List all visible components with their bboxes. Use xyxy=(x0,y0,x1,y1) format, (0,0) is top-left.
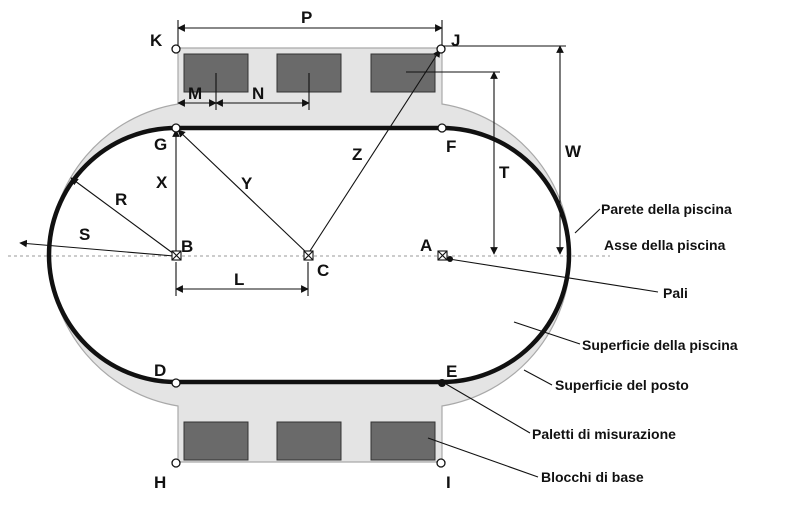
dim-label-w: W xyxy=(565,142,582,161)
dim-label-s: S xyxy=(79,225,90,244)
label-pool-wall: Parete della piscina xyxy=(601,201,732,217)
point-label-j: J xyxy=(451,31,460,50)
point-label-h: H xyxy=(154,473,166,492)
point-label-b: B xyxy=(181,237,193,256)
label-pool-axis: Asse della piscina xyxy=(604,237,726,253)
dim-label-m: M xyxy=(188,84,202,103)
label-pool-surface: Superficie della piscina xyxy=(582,337,738,353)
measuring-peg-e xyxy=(438,379,446,387)
callout-leaders xyxy=(427,208,659,478)
marker-j xyxy=(436,44,446,54)
dimension-labels: P M N W T X Y Z R S L xyxy=(79,8,582,289)
base-block-bottom-1 xyxy=(183,421,249,461)
point-labels: K J G F B C A D E H I xyxy=(150,31,460,492)
dim-label-r: R xyxy=(115,190,127,209)
point-label-k: K xyxy=(150,31,163,50)
dim-label-p: P xyxy=(301,8,312,27)
point-label-i: I xyxy=(446,473,451,492)
point-label-d: D xyxy=(154,361,166,380)
base-block-bottom-2 xyxy=(276,421,342,461)
post-c xyxy=(303,250,314,261)
label-posts: Pali xyxy=(663,285,688,301)
marker-h xyxy=(171,458,181,468)
callout-labels: Parete della piscina Asse della piscina … xyxy=(532,201,738,485)
point-label-c: C xyxy=(317,261,329,280)
dim-label-z: Z xyxy=(352,145,362,164)
label-site-surface: Superficie del posto xyxy=(555,377,689,393)
point-label-g: G xyxy=(154,135,167,154)
dim-label-l: L xyxy=(234,270,244,289)
post-boxes xyxy=(171,250,448,261)
label-base-blocks: Blocchi di base xyxy=(541,469,644,485)
base-block-bottom-3 xyxy=(370,421,436,461)
base-block-top-3 xyxy=(370,53,436,93)
point-label-a: A xyxy=(420,236,432,255)
post-b xyxy=(171,250,182,261)
dim-label-t: T xyxy=(499,163,510,182)
dim-label-y: Y xyxy=(241,174,253,193)
corner-markers xyxy=(171,44,447,468)
marker-d xyxy=(171,378,181,388)
marker-k xyxy=(171,44,181,54)
point-label-f: F xyxy=(446,137,456,156)
marker-i xyxy=(436,458,446,468)
post-a-dot xyxy=(447,256,453,262)
marker-f xyxy=(437,123,447,133)
label-measuring-pegs: Paletti di misurazione xyxy=(532,426,676,442)
post-a xyxy=(437,250,448,261)
point-label-e: E xyxy=(446,362,457,381)
dimension-lines xyxy=(19,20,566,296)
dim-label-x: X xyxy=(156,173,168,192)
dim-label-n: N xyxy=(252,84,264,103)
marker-g xyxy=(171,123,181,133)
